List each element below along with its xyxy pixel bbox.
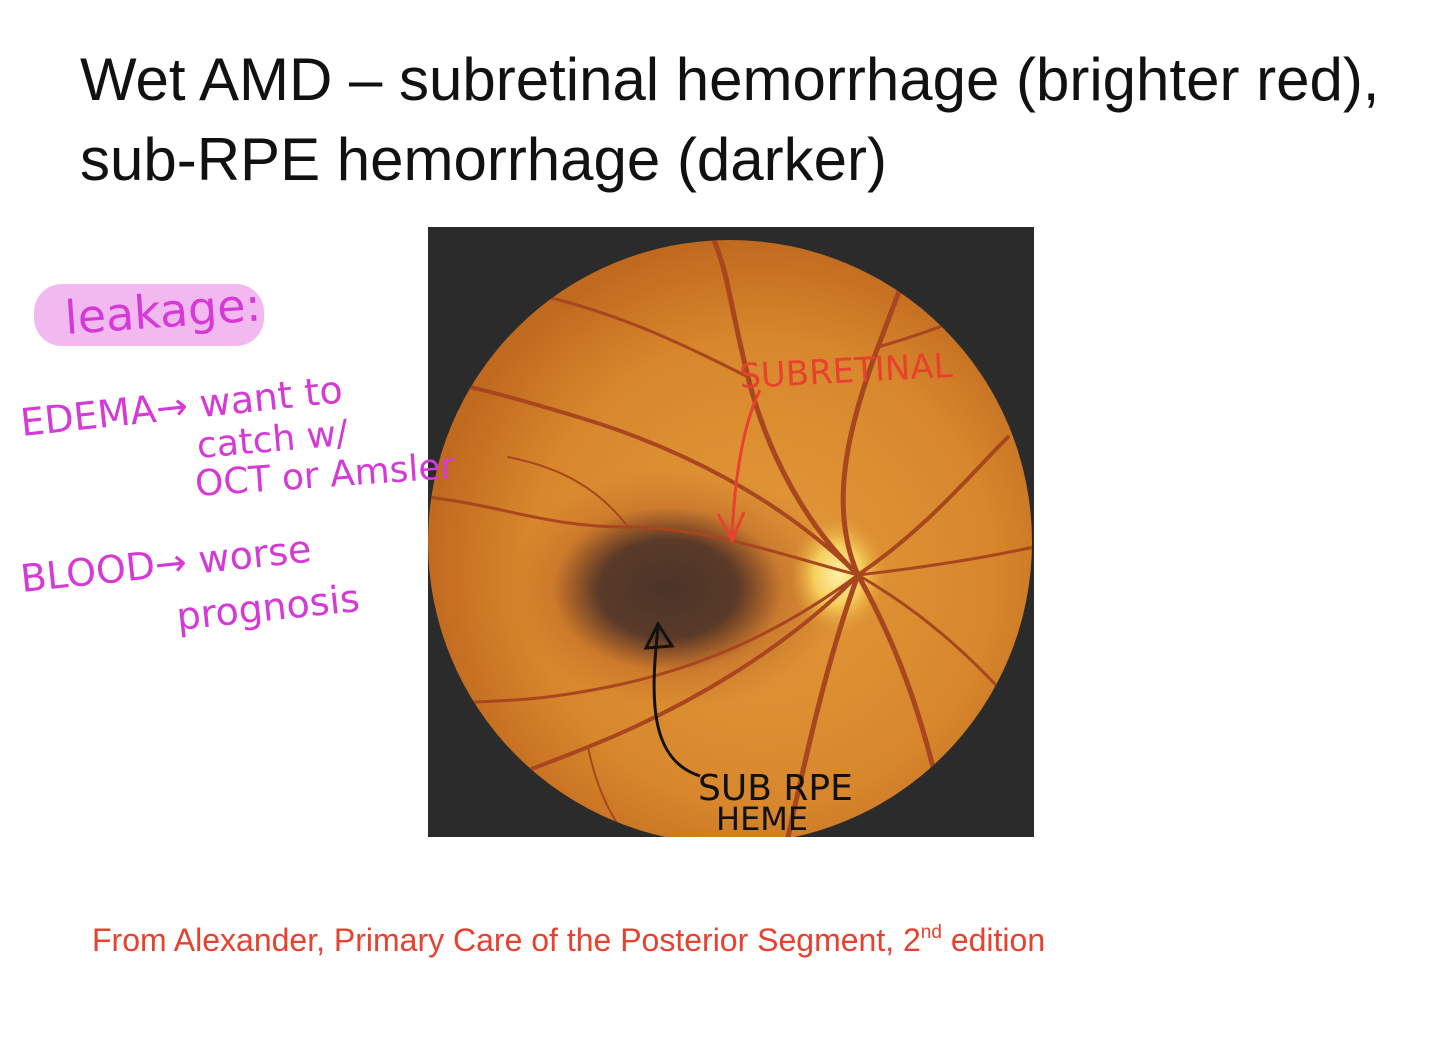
optic-disc xyxy=(790,517,886,633)
pink-highlight xyxy=(34,284,264,346)
note-edema: EDEMA→ want to xyxy=(18,367,344,445)
credit-text: From Alexander, Primary Care of the Post… xyxy=(92,922,921,958)
note-leakage: leakage: xyxy=(63,277,263,345)
sub-rpe-hemorrhage xyxy=(553,507,783,671)
fundus-image xyxy=(428,240,1032,837)
note-catch: catch w/ xyxy=(195,413,350,467)
credit-superscript: nd xyxy=(920,922,942,943)
note-blood: BLOOD→ worse xyxy=(18,527,313,601)
image-credit: From Alexander, Primary Care of the Post… xyxy=(92,922,1045,959)
note-oct-amsler: OCT or Amsler xyxy=(194,446,457,505)
slide-title: Wet AMD – subretinal hemorrhage (brighte… xyxy=(80,46,1380,193)
note-prognosis: prognosis xyxy=(174,576,361,639)
credit-suffix: edition xyxy=(941,922,1046,958)
fundus-photo xyxy=(428,227,1034,837)
